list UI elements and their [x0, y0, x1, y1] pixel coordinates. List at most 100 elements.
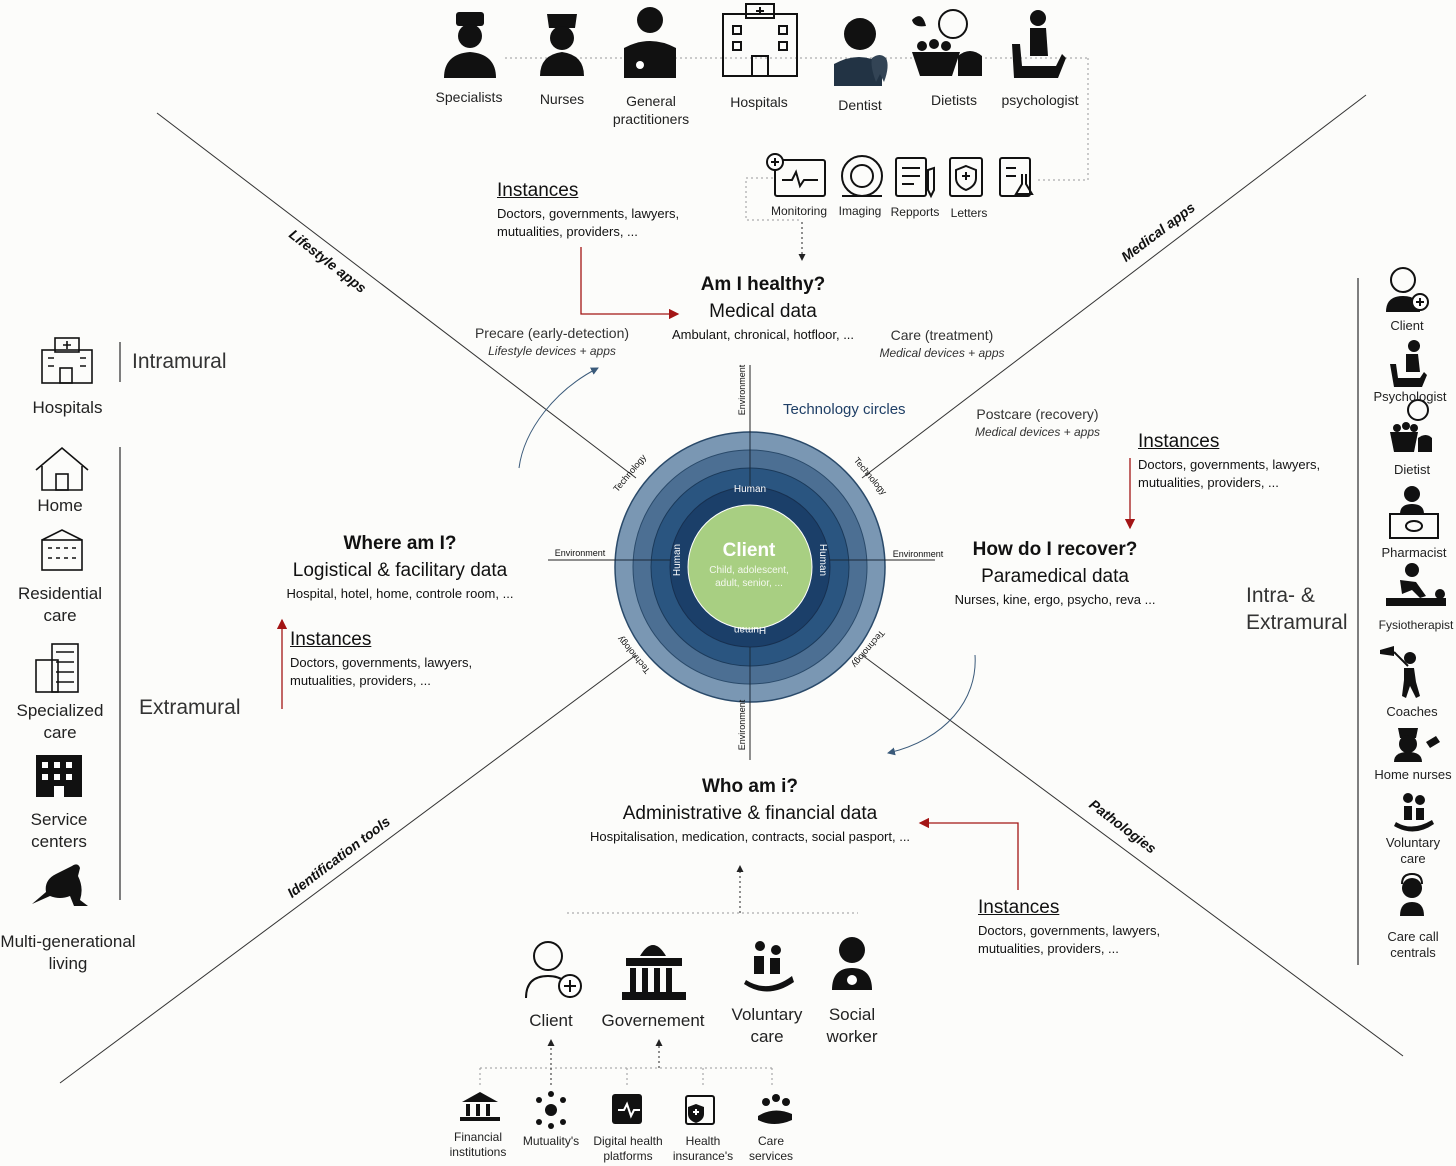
question-bottom-sub: Administrative & financial data — [622, 803, 878, 824]
icons-left — [35, 337, 93, 693]
diagonal-top-right — [861, 94, 1367, 479]
diagonal-bottom-right — [861, 654, 1404, 1057]
instances-detail-right: Doctors, governments, lawyers,mutualitie… — [1138, 457, 1321, 490]
question-right-sub: Paramedical data — [981, 566, 1129, 587]
hospital-icon — [722, 3, 798, 77]
specialist-icon — [444, 12, 496, 78]
left-label-specialized-care: Specialized care — [16, 701, 104, 742]
role-label-nurses: Nurses — [539, 91, 585, 107]
role-label-hospitals: Hospitals — [730, 94, 788, 110]
bottom-role-voluntary-care: Voluntary care — [731, 1005, 803, 1046]
right-label-pharmacist: Pharmacist — [1381, 545, 1447, 560]
ring-label-human-bottom: Human — [734, 624, 766, 635]
question-bottom: Who am i? — [701, 776, 799, 797]
bottom-org-financial: Financial institutions — [449, 1130, 507, 1159]
ring-label-human-left: Human — [672, 544, 683, 576]
reports-icon — [895, 157, 935, 199]
left-label-home: Home — [37, 496, 83, 515]
doc-label-imaging: Imaging — [838, 204, 882, 218]
technology-circles — [548, 365, 935, 760]
lab-report-icon — [999, 157, 1034, 197]
icons-bottom-roles — [525, 937, 872, 1000]
icons-top-docs — [766, 153, 1034, 199]
right-label-psychologist: Psychologist — [1373, 389, 1447, 404]
doctor-icon — [624, 7, 676, 78]
left-label-service-centers: Service centers — [30, 810, 88, 851]
ring-label-human-right: Human — [817, 544, 828, 576]
instances-title-top: Instances — [497, 180, 579, 201]
instances-detail-top: Doctors, governments, lawyers,mutualitie… — [497, 206, 680, 239]
bottom-org-digital-platforms: Digital health platforms — [593, 1134, 663, 1163]
specialized-care-icon — [35, 643, 79, 693]
client-icon-right — [1386, 267, 1429, 312]
instances-title-right: Instances — [1138, 431, 1220, 452]
government-icon — [622, 945, 686, 1000]
technology-circles-title: Technology circles — [783, 401, 906, 418]
social-worker-icon — [832, 937, 872, 990]
instances-detail-bottom: Doctors, governments, lawyers,mutualitie… — [978, 923, 1161, 956]
icons-bottom-orgs — [460, 1091, 792, 1129]
right-label-care-call-centrals: Care call centrals — [1387, 929, 1439, 960]
question-top-detail: Ambulant, chronical, hotfloor, ... — [671, 327, 855, 342]
left-label-multi-generational: Multi-generational living — [0, 932, 136, 973]
category-intra-extramural: Intra- & Extramural — [1246, 584, 1348, 634]
diagonal-top-left — [156, 112, 637, 479]
icons-right — [1380, 267, 1446, 916]
physiotherapist-icon — [1386, 563, 1446, 606]
client-sub-2: adult, senior, ... — [715, 578, 783, 589]
right-label-home-nurses: Home nurses — [1374, 767, 1452, 782]
client-label: Client — [723, 540, 776, 561]
bottom-role-client: Client — [529, 1011, 573, 1030]
doc-label-monitoring: Monitoring — [770, 204, 828, 218]
bottom-org-care-services: Care services — [748, 1134, 793, 1163]
question-top: Am I healthy? — [700, 274, 826, 295]
home-nurse-icon — [1394, 728, 1440, 762]
bottom-role-government: Governement — [601, 1011, 705, 1030]
care-services-icon — [758, 1094, 792, 1124]
doc-label-letters: Letters — [950, 206, 988, 220]
category-intramural: Intramural — [132, 350, 227, 373]
role-label-general-practitioners: General practitioners — [612, 93, 690, 127]
instances-title-left: Instances — [290, 629, 372, 650]
question-right: How do I recover? — [972, 539, 1138, 560]
imaging-icon — [841, 155, 883, 197]
voluntary-care-icon — [1394, 793, 1434, 832]
pharmacist-icon — [1389, 486, 1439, 539]
ring-label-environment-top: Environment — [737, 364, 747, 415]
hospital-outline-icon — [41, 337, 93, 384]
home-icon — [35, 446, 89, 491]
right-label-voluntary-care: Voluntary care — [1385, 835, 1441, 866]
role-label-dietists: Dietists — [931, 92, 977, 108]
bank-icon — [460, 1092, 500, 1121]
psychologist-icon — [1012, 10, 1066, 78]
bottom-org-mutuality: Mutuality's — [522, 1134, 580, 1148]
question-left-sub: Logistical & facilitary data — [292, 560, 508, 581]
client-sub-1: Child, adolescent, — [709, 565, 789, 576]
icons-top-roles — [444, 3, 1066, 86]
instances-title-bottom: Instances — [978, 897, 1060, 918]
residential-care-icon — [41, 529, 83, 571]
network-icon — [536, 1091, 566, 1129]
monitoring-icon — [766, 153, 826, 197]
question-top-sub: Medical data — [709, 301, 817, 322]
ring-label-environment-left: Environment — [555, 548, 606, 558]
service-centers-icon — [36, 755, 82, 797]
diagonal-bottom-left — [59, 654, 637, 1084]
voluntary-care-icon-bottom — [744, 941, 794, 992]
nurse-icon — [540, 14, 584, 76]
category-extramural: Extramural — [139, 696, 241, 719]
left-label-residential-care: Residential care — [17, 584, 103, 625]
coach-icon — [1380, 646, 1420, 698]
question-right-detail: Nurses, kine, ergo, psycho, reva ... — [954, 592, 1156, 607]
question-left-detail: Hospital, hotel, home, controle room, ..… — [286, 586, 514, 601]
bottom-role-social-worker: Social worker — [826, 1005, 878, 1046]
left-label-hospitals: Hospitals — [32, 398, 103, 417]
right-label-client: Client — [1390, 318, 1424, 333]
phase-care: Care (treatment)Medical devices + apps — [879, 327, 1005, 360]
doc-label-repports: Repports — [890, 205, 940, 219]
question-left: Where am I? — [343, 533, 457, 554]
role-label-psychologist: psychologist — [1001, 92, 1079, 108]
ring-label-environment-bottom: Environment — [737, 699, 747, 750]
right-label-dietist: Dietist — [1393, 462, 1431, 477]
